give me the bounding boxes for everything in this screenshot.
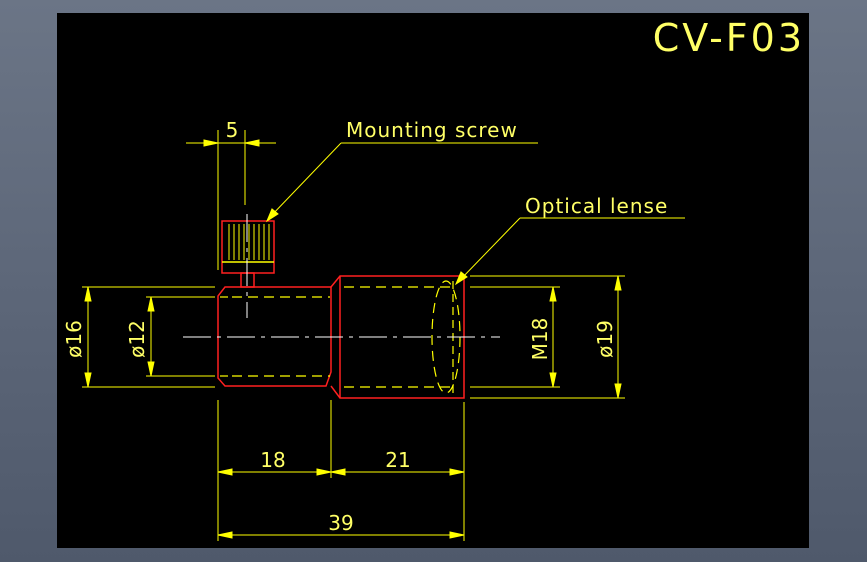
centerlines — [183, 214, 500, 338]
dim-dia-outer-left: ø16 — [62, 320, 86, 358]
dim-screw-width: 5 — [226, 118, 239, 142]
technical-drawing: CV-F03 — [62, 16, 805, 541]
dimension-lines — [84, 139, 622, 539]
dim-length-right: 21 — [385, 448, 410, 472]
dim-dia-inner-left: ø12 — [125, 320, 149, 358]
dim-thread: M18 — [528, 318, 552, 361]
part-outline — [217, 220, 465, 399]
drawing-title: CV-F03 — [653, 16, 805, 60]
left-body-outline — [217, 286, 332, 387]
drawing-frame: CV-F03 — [57, 13, 809, 548]
label-optical-lense: Optical lense — [525, 194, 668, 218]
leaders — [265, 142, 685, 286]
screw-head — [221, 220, 275, 274]
dim-dia-outer-right: ø19 — [593, 320, 617, 358]
dim-length-left: 18 — [260, 448, 285, 472]
label-mounting-screw: Mounting screw — [346, 118, 518, 142]
screw-knurling — [222, 224, 274, 263]
dim-length-total: 39 — [328, 511, 353, 535]
